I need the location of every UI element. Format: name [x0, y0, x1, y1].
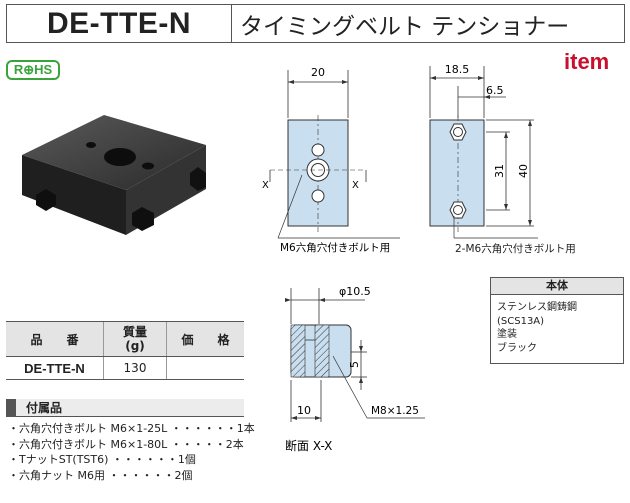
section-mark-right: X — [352, 180, 359, 191]
front-width-dim: 20 — [311, 66, 325, 79]
section-mark-left: X — [262, 180, 269, 191]
brand-logo: item — [564, 49, 610, 74]
material-line: ブラック — [497, 342, 537, 354]
thread-callout: M8×1.25 — [371, 405, 419, 417]
side-callout: 2-M6六角穴付きボルト用 — [455, 243, 576, 255]
side-width-dim: 18.5 — [445, 63, 470, 76]
side-view-drawing: 18.5 6.5 31 40 — [429, 63, 538, 239]
table-row: DE-TTE-N 130 — [6, 356, 244, 380]
front-view-drawing: 20 X X M6六角穴付きボルト用 — [262, 66, 400, 254]
list-item: ・六角穴付きボルト M6×1-80L ・・・・・2本 — [8, 437, 244, 451]
side-outer-height-dim: 40 — [517, 164, 530, 178]
product-photo — [22, 115, 206, 235]
side-inner-height-dim: 31 — [493, 164, 506, 178]
section-depth-dim: 5 — [348, 361, 361, 368]
list-item: ・TナットST(TST6) ・・・・・・1個 — [8, 453, 196, 466]
accessories-title: 付属品 — [26, 401, 63, 415]
cell-part-number: DE-TTE-N — [6, 356, 104, 380]
material-box: 本体 ステンレス鋼鋳鋼(SCS13A) 塗装 ブラック — [490, 277, 624, 364]
col-price: 価 格 — [166, 321, 244, 357]
cell-price — [166, 356, 244, 380]
material-line: 塗装 — [497, 329, 517, 340]
col-mass: 質量 (g) — [103, 321, 167, 357]
material-body: ステンレス鋼鋳鋼(SCS13A) 塗装 ブラック — [491, 295, 623, 363]
section-diameter-dim: φ10.5 — [339, 285, 371, 298]
spec-table: 品 番 質量 (g) 価 格 DE-TTE-N 130 — [6, 321, 244, 380]
material-title: 本体 — [491, 278, 623, 295]
side-offset-dim: 6.5 — [486, 84, 504, 97]
list-item: ・六角ナット M6用 ・・・・・・2個 — [8, 468, 193, 482]
list-item: ・六角穴付きボルト M6×1-25L ・・・・・・1本 — [8, 422, 255, 435]
section-title: 断面 X-X — [285, 438, 332, 453]
cell-mass: 130 — [103, 356, 167, 380]
product-name: タイミングベルト テンショナー — [240, 13, 570, 40]
product-code: DE-TTE-N — [7, 5, 232, 42]
section-drawing: φ10.5 5 10 M8×1.25 断面 X-X — [285, 285, 425, 453]
title-bar: DE-TTE-N タイミングベルト テンショナー — [6, 4, 625, 43]
accessories-list: ・六角穴付きボルト M6×1-25L ・・・・・・1本 ・六角穴付きボルト M6… — [8, 421, 255, 483]
front-callout: M6六角穴付きボルト用 — [280, 241, 390, 254]
accessories-heading: 付属品 — [6, 399, 244, 417]
col-part-number: 品 番 — [6, 321, 104, 357]
rohs-badge: R⊕HS — [6, 60, 60, 80]
section-width-dim: 10 — [297, 404, 311, 417]
heading-marker — [6, 399, 16, 416]
material-line: ステンレス鋼鋳鋼(SCS13A) — [497, 302, 577, 327]
